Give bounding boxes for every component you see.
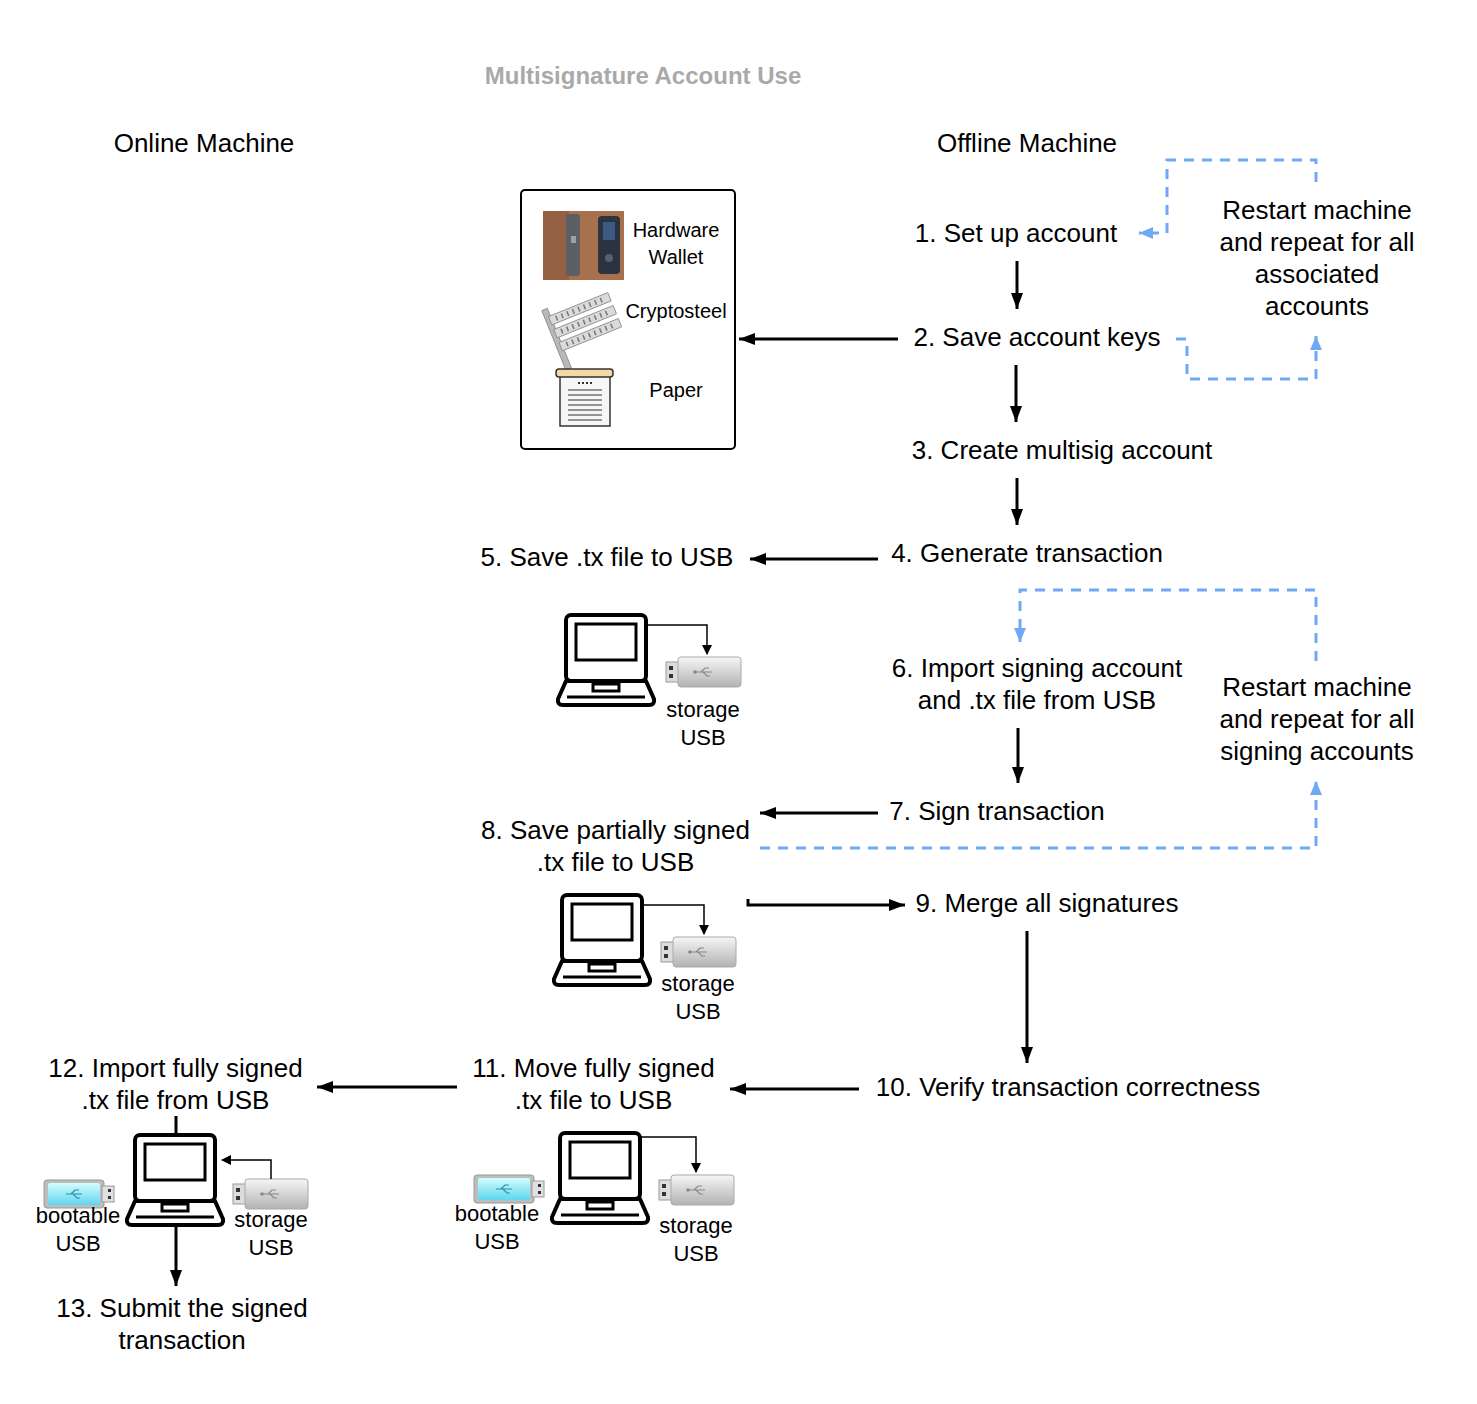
- step-text: 11. Move fully signed .tx file to USB: [461, 1052, 726, 1116]
- step: 8. Save partially signed .tx file to USB: [473, 814, 758, 878]
- hardware-wallet-photo: [543, 211, 624, 280]
- usb-cord: [222, 1160, 271, 1179]
- wallet-device: [598, 216, 620, 274]
- flow-arrow: [317, 1086, 457, 1089]
- medium-label: Paper: [616, 377, 736, 404]
- storage-usb-icon: [659, 1175, 734, 1205]
- flow-arrow: [175, 1116, 178, 1286]
- medium-label: Cryptosteel: [616, 298, 736, 325]
- step-text: 8. Save partially signed .tx file to USB: [473, 814, 758, 878]
- steel-bar: [548, 293, 611, 325]
- step-text: 4. Generate transaction: [882, 537, 1172, 569]
- step-text: 10. Verify transaction correctness: [863, 1071, 1273, 1103]
- steel-bar: [559, 319, 622, 351]
- medium-label: Hardware Wallet: [616, 217, 736, 271]
- photo-shade: [543, 211, 569, 280]
- column-heading: Offline Machine: [927, 126, 1127, 160]
- storage-usb-icon: [233, 1179, 308, 1209]
- usb-label: storage USB: [646, 1212, 746, 1268]
- usb-label: bootable USB: [447, 1200, 547, 1256]
- laptop-icon: [552, 1133, 648, 1223]
- step-text: 2. Save account keys: [902, 321, 1172, 353]
- flow-arrow: [748, 899, 905, 905]
- step: 1. Set up account: [905, 217, 1127, 249]
- flow-arrow: [1016, 261, 1019, 309]
- wallet-device: [566, 214, 580, 276]
- step-text: 3. Create multisig account: [902, 434, 1222, 466]
- step-text: 9. Merge all signatures: [907, 887, 1187, 919]
- usb-cord: [640, 1137, 696, 1172]
- loop-arrow: [760, 781, 1316, 848]
- storage-usb-icon: [661, 937, 736, 967]
- paper-sheet: [560, 374, 610, 426]
- flow-arrow: [1017, 728, 1020, 783]
- flow-arrow: [760, 812, 878, 815]
- wallet-button: [571, 236, 576, 243]
- photo-background: [543, 211, 624, 280]
- step-text: 5. Save .tx file to USB: [472, 541, 742, 573]
- storage-usb-icon: [666, 657, 741, 687]
- flow-arrow: [750, 558, 878, 561]
- storage-box: Hardware WalletCryptosteelPaper: [520, 189, 736, 450]
- flow-arrow: [1015, 365, 1018, 422]
- paper-lines: [568, 390, 602, 420]
- step: 7. Sign transaction: [882, 795, 1112, 827]
- step: 13. Submit the signed transaction: [47, 1292, 317, 1356]
- loop-arrow: [1020, 590, 1316, 661]
- loop-arrow: [1176, 336, 1316, 379]
- usb-label: storage USB: [653, 696, 753, 752]
- step-text: 1. Set up account: [905, 217, 1127, 249]
- steel-tiles: [556, 298, 613, 347]
- step-text: 12. Import fully signed .tx file from US…: [38, 1052, 313, 1116]
- paper-roll: [556, 369, 613, 377]
- step-text: 13. Submit the signed transaction: [47, 1292, 317, 1356]
- note-text: Restart machine and repeat for all assoc…: [1207, 194, 1427, 322]
- step: 9. Merge all signatures: [907, 887, 1187, 919]
- laptop-icon: [127, 1135, 223, 1225]
- laptop-icon: [558, 615, 654, 705]
- usb-label: bootable USB: [28, 1202, 128, 1258]
- step: 4. Generate transaction: [882, 537, 1172, 569]
- step-text: 6. Import signing account and .tx file f…: [882, 652, 1192, 716]
- flow-arrow: [1026, 931, 1029, 1063]
- step: 2. Save account keys: [902, 321, 1172, 353]
- bootable-usb-icon: [474, 1175, 544, 1203]
- step: 10. Verify transaction correctness: [863, 1071, 1273, 1103]
- step: 6. Import signing account and .tx file f…: [882, 652, 1192, 716]
- usb-label: storage USB: [221, 1206, 321, 1262]
- column-heading: Online Machine: [104, 126, 304, 160]
- laptop-icon: [554, 895, 650, 985]
- note: Restart machine and repeat for all signi…: [1207, 671, 1427, 767]
- paper-icon: [556, 369, 613, 426]
- steel-bar: [554, 306, 617, 338]
- flow-arrow: [1016, 478, 1019, 525]
- step: 5. Save .tx file to USB: [472, 541, 742, 573]
- step-text: 7. Sign transaction: [882, 795, 1112, 827]
- step: 3. Create multisig account: [902, 434, 1222, 466]
- diagram-title: Multisignature Account Use: [443, 60, 843, 92]
- step: 11. Move fully signed .tx file to USB: [461, 1052, 726, 1116]
- steel-frame: [542, 308, 572, 370]
- usb-cord: [646, 625, 707, 654]
- usb-cord: [642, 905, 704, 934]
- wallet-screen: [603, 222, 615, 240]
- note: Restart machine and repeat for all assoc…: [1207, 194, 1427, 322]
- cryptosteel-picture: [542, 285, 629, 370]
- flow-arrow: [730, 1088, 859, 1091]
- wallet-button: [605, 254, 613, 262]
- note-text: Restart machine and repeat for all signi…: [1207, 671, 1427, 767]
- flow-arrow: [739, 338, 898, 341]
- paper-dots: [578, 382, 592, 384]
- step: 12. Import fully signed .tx file from US…: [38, 1052, 313, 1116]
- usb-label: storage USB: [648, 970, 748, 1026]
